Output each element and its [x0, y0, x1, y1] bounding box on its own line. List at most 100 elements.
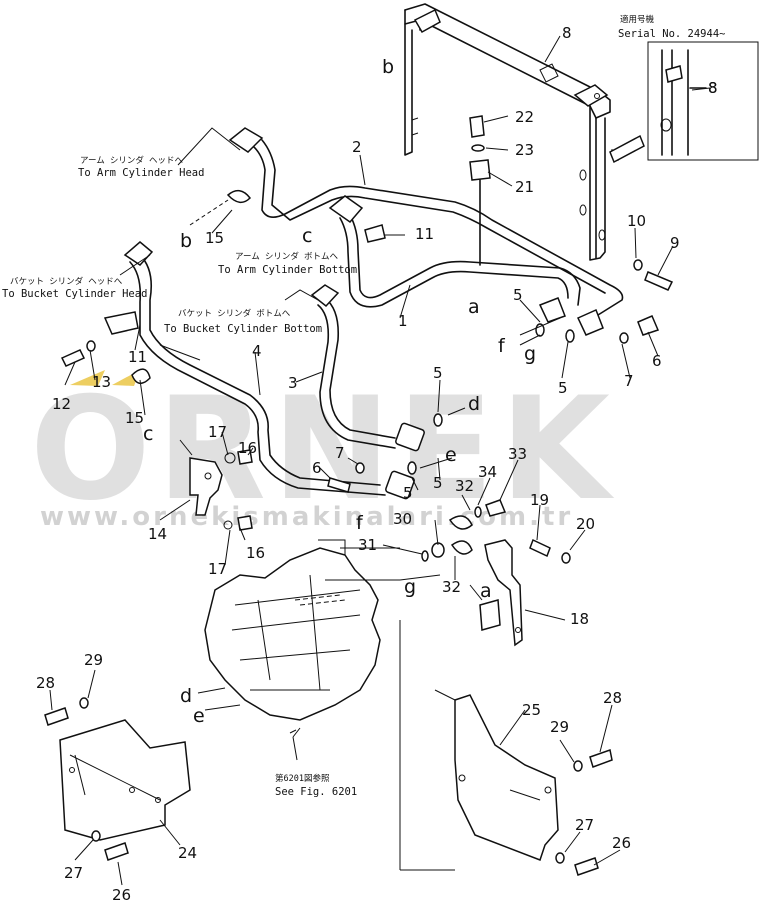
- callout-6a: 6: [312, 459, 322, 477]
- watermark-accent-left: [70, 370, 105, 386]
- callout-3: 3: [288, 374, 298, 392]
- letter-b-top: b: [382, 56, 394, 78]
- fittings: [103, 127, 604, 500]
- bucket-bottom-jp: バケット シリンダ ボトムへ: [178, 308, 291, 319]
- bucket-bottom-label: To Bucket Cylinder Bottom: [164, 323, 322, 335]
- captions: アーム シリンダ ヘッドへ To Arm Cylinder Head アーム シ…: [2, 155, 357, 798]
- letter-d-left: d: [180, 685, 192, 707]
- frame-8: [404, 3, 611, 261]
- see-fig-label: See Fig. 6201: [275, 786, 357, 798]
- svg-text:8: 8: [708, 79, 718, 97]
- callout-8: 8: [562, 24, 572, 42]
- callout-19: 19: [530, 491, 549, 509]
- callout-34: 34: [478, 463, 497, 481]
- serial-label-jp: 適用号機: [620, 14, 655, 25]
- callout-5a: 5: [513, 286, 523, 304]
- callout-5e: 5: [403, 484, 413, 502]
- callout-16a: 16: [238, 439, 257, 457]
- callout-29b: 29: [550, 718, 569, 736]
- callout-13: 13: [92, 373, 111, 391]
- callout-2: 2: [352, 138, 362, 156]
- cover-25: [454, 694, 559, 861]
- letter-d-right: d: [468, 393, 480, 415]
- bracket-14: [189, 449, 253, 531]
- letter-a-top: a: [468, 296, 480, 318]
- letter-a-bottom: a: [480, 580, 492, 602]
- letter-c-left: c: [143, 423, 153, 445]
- watermark: ORNEK www.ornekismakinalari.com.tr: [30, 367, 610, 532]
- pipe-3: [324, 297, 396, 439]
- serial-inset: 適用号機 Serial No. 24944~ 8: [609, 14, 759, 164]
- letter-b-left: b: [180, 230, 192, 252]
- callout-8-inset: 8: [708, 79, 718, 97]
- callout-5b: 5: [558, 379, 568, 397]
- callout-11a: 11: [415, 225, 434, 243]
- inset-box: [647, 41, 759, 161]
- part-numbers: 1 2 3 4 5 5 5 5 5 6 6 7 7 8 8 9 10 11 11…: [36, 24, 718, 904]
- bucket-head-jp: バケット シリンダ ヘッドへ: [10, 276, 123, 287]
- callout-32a: 32: [455, 477, 474, 495]
- callout-28a: 28: [36, 674, 55, 692]
- letter-c-top: c: [302, 225, 312, 247]
- callout-27b: 27: [575, 816, 594, 834]
- letter-g-right: g: [524, 343, 536, 365]
- leader-lines: [49, 35, 711, 886]
- callout-27a: 27: [64, 864, 83, 882]
- inset-arrow: [609, 134, 645, 164]
- arm-head-jp: アーム シリンダ ヘッドへ: [80, 155, 183, 166]
- bracket-18: [469, 159, 523, 647]
- callout-6b: 6: [652, 352, 662, 370]
- pipe-1: [349, 214, 581, 306]
- callout-33: 33: [508, 445, 527, 463]
- callout-5c: 5: [433, 364, 443, 382]
- letter-g-left: g: [404, 576, 416, 598]
- arm-bottom-label: To Arm Cylinder Bottom: [218, 264, 357, 276]
- bucket-head-label: To Bucket Cylinder Head: [2, 288, 147, 300]
- callout-11b: 11: [128, 348, 147, 366]
- callout-26a: 26: [112, 886, 131, 904]
- callout-9: 9: [670, 234, 680, 252]
- callout-22: 22: [515, 108, 534, 126]
- see-fig-jp: 第6201図参照: [275, 773, 330, 784]
- callout-17b: 17: [208, 560, 227, 578]
- callout-20: 20: [576, 515, 595, 533]
- callout-26b: 26: [612, 834, 631, 852]
- pipe-4: [139, 254, 381, 486]
- callout-7a: 7: [335, 444, 345, 462]
- callout-30: 30: [393, 510, 412, 528]
- callout-29a: 29: [84, 651, 103, 669]
- callout-24: 24: [178, 844, 197, 862]
- callout-15b: 15: [125, 409, 144, 427]
- reference-letters: a a b b c c d d e e f f g g: [143, 56, 536, 727]
- callout-15a: 15: [205, 229, 224, 247]
- callout-25: 25: [522, 701, 541, 719]
- callout-31: 31: [358, 536, 377, 554]
- callout-21: 21: [515, 178, 534, 196]
- arm-bottom-jp: アーム シリンダ ボトムへ: [235, 251, 338, 262]
- letter-f-left: f: [356, 512, 364, 534]
- control-valve: [204, 539, 441, 721]
- callout-23: 23: [515, 141, 534, 159]
- fasteners: [44, 115, 674, 876]
- pipe-2: [244, 139, 624, 321]
- callout-17a: 17: [208, 423, 227, 441]
- callout-32b: 32: [442, 578, 461, 596]
- callout-1: 1: [398, 312, 408, 330]
- callout-4: 4: [252, 342, 262, 360]
- callout-14: 14: [148, 525, 167, 543]
- serial-label: Serial No. 24944~: [618, 28, 725, 40]
- callout-16b: 16: [246, 544, 265, 562]
- cover-24: [59, 719, 191, 841]
- callout-12: 12: [52, 395, 71, 413]
- callout-28b: 28: [603, 689, 622, 707]
- callout-7b: 7: [624, 372, 634, 390]
- callout-5d: 5: [433, 474, 443, 492]
- arm-head-label: To Arm Cylinder Head: [78, 167, 204, 179]
- watermark-url: www.ornekismakinalari.com.tr: [40, 502, 573, 532]
- letter-e-right: e: [445, 444, 457, 466]
- callout-18: 18: [570, 610, 589, 628]
- callout-10: 10: [627, 212, 646, 230]
- letter-f-right: f: [498, 335, 506, 357]
